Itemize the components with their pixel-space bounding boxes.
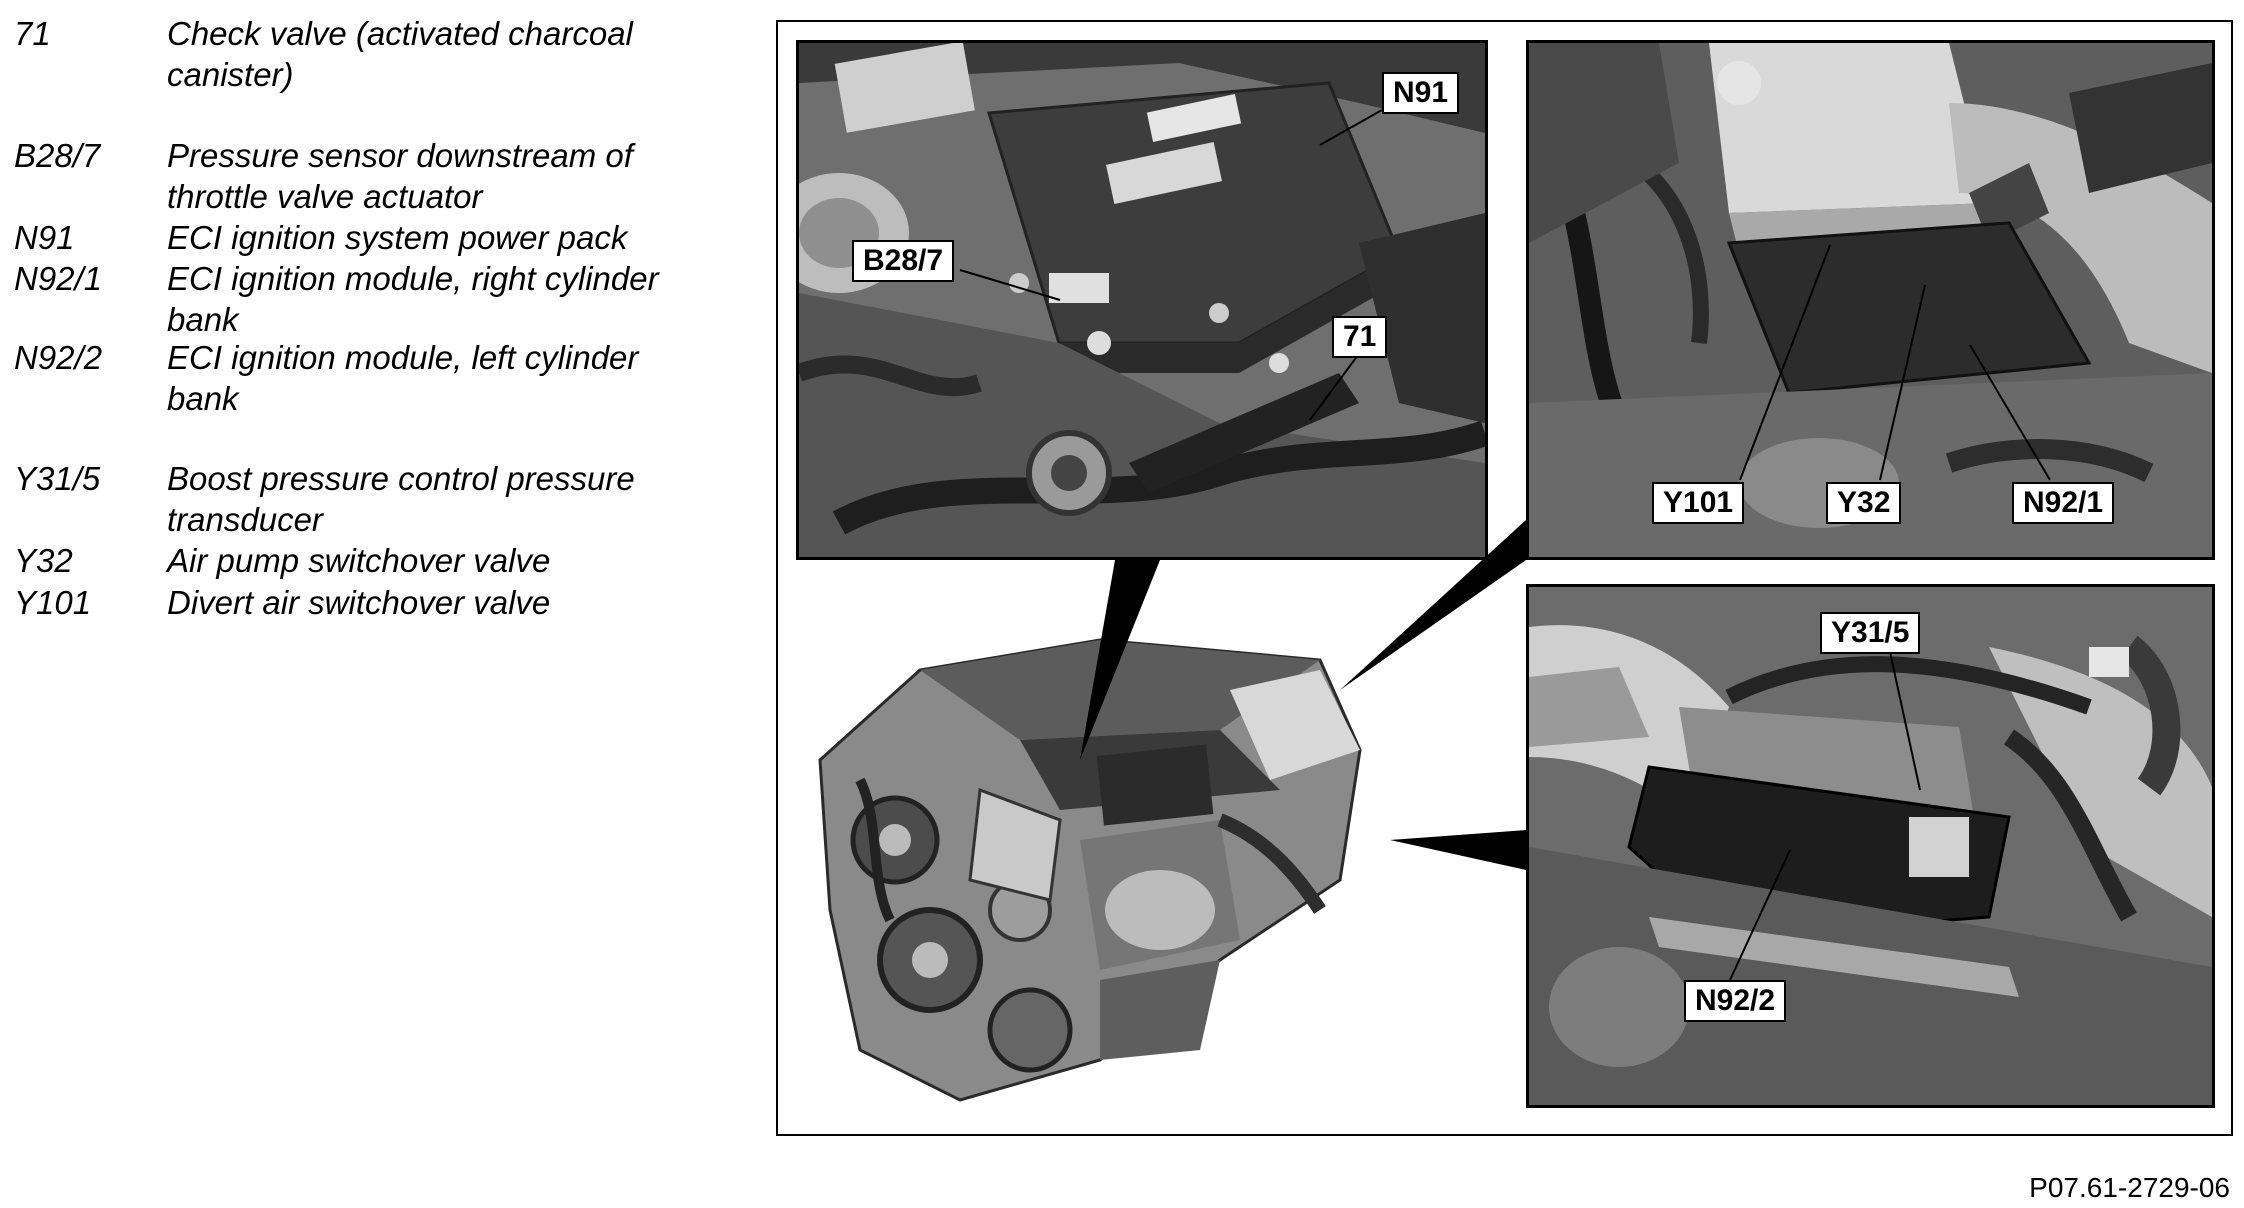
leader-line-n92-2 — [1729, 849, 1791, 981]
legend-code: N92/2 — [14, 339, 103, 376]
legend-description: ECI ignition system power pack — [167, 219, 628, 256]
legend-code: Y31/5 — [14, 460, 101, 497]
figure-reference: P07.61-2729-06 — [2029, 1172, 2230, 1203]
pointer-wedge-bottom-right — [1390, 830, 1526, 870]
legend-code: Y101 — [14, 584, 92, 621]
legend-description: Pressure sensor downstream of throttle v… — [167, 137, 633, 215]
legend-description: Air pump switchover valve — [167, 542, 551, 579]
legend-description: Check valve (activated charcoal canister… — [167, 15, 633, 93]
callout-y32: Y32 — [1826, 482, 1902, 524]
callout-y101: Y101 — [1652, 482, 1745, 524]
legend-code: B28/7 — [14, 137, 101, 174]
pointer-wedge-top-right — [1340, 520, 1526, 690]
pointer-wedge-top-left — [1080, 560, 1160, 760]
leader-line-n91 — [1319, 109, 1383, 146]
callout-n91: N91 — [1382, 72, 1460, 114]
legend-code: N92/1 — [14, 260, 103, 297]
engine-overview-picture — [800, 580, 1420, 1120]
leader-line-y101 — [1739, 244, 1831, 481]
callout-71: 71 — [1332, 316, 1388, 358]
callout-b28-7: B28/7 — [852, 240, 955, 282]
leader-line-71 — [1309, 354, 1359, 421]
detail-photo-left-bank — [1526, 584, 2215, 1108]
legend-code: N91 — [14, 219, 75, 256]
leader-line-b28-7 — [959, 269, 1061, 301]
callout-n92-1: N92/1 — [2012, 482, 2115, 524]
leader-line-n92-1 — [1969, 344, 2051, 481]
legend-description: Divert air switchover valve — [167, 584, 551, 621]
legend-description: ECI ignition module, left cylinder bank — [167, 339, 639, 417]
legend-description: ECI ignition module, right cylinder bank — [167, 260, 659, 338]
detail-photo-power-pack — [796, 40, 1488, 560]
callout-y31-5: Y31/5 — [1820, 612, 1921, 654]
leader-line-y32 — [1879, 284, 1926, 481]
legend-code: Y32 — [14, 542, 73, 579]
callout-n92-2: N92/2 — [1684, 980, 1787, 1022]
leader-line-y31-5 — [1889, 651, 1921, 791]
legend-code: 71 — [14, 15, 51, 52]
legend-description: Boost pressure control pressure transduc… — [167, 460, 635, 538]
